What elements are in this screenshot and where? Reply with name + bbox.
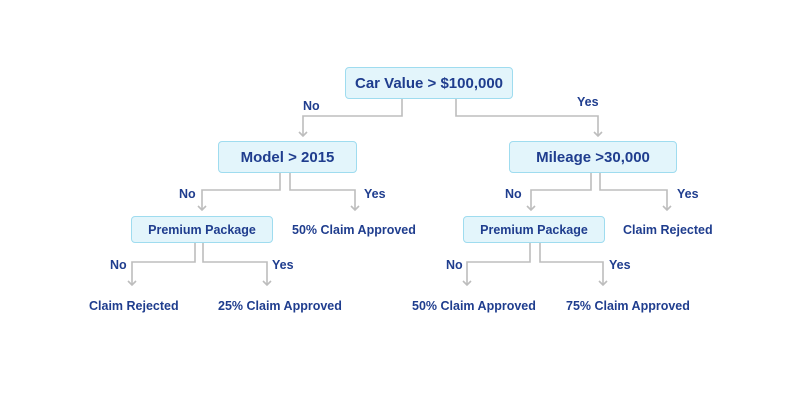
connector-premium-right-yes	[539, 243, 608, 287]
edge-label-premium-right-no: No	[446, 258, 463, 272]
edge-label-premium-left-no: No	[110, 258, 127, 272]
edge-label-model-yes: Yes	[364, 187, 386, 201]
node-mileage: Mileage >30,000	[509, 141, 677, 173]
leaf-mileage-yes-rejected: Claim Rejected	[623, 223, 713, 237]
leaf-premium-right-yes-75-approved: 75% Claim Approved	[566, 299, 690, 313]
leaf-premium-left-yes-25-approved: 25% Claim Approved	[218, 299, 342, 313]
edge-label-root-yes: Yes	[577, 95, 599, 109]
edge-label-model-no: No	[179, 187, 196, 201]
connector-model-no	[197, 172, 281, 212]
connector-root-no	[298, 98, 403, 138]
node-premium-package-right: Premium Package	[463, 216, 605, 243]
node-model: Model > 2015	[218, 141, 357, 173]
connector-premium-right-no	[462, 243, 531, 287]
leaf-premium-left-no-rejected: Claim Rejected	[89, 299, 179, 313]
edge-label-mileage-yes: Yes	[677, 187, 699, 201]
connector-mileage-yes	[599, 172, 672, 212]
connector-mileage-no	[526, 172, 592, 212]
node-car-value: Car Value > $100,000	[345, 67, 513, 99]
node-premium-package-left: Premium Package	[131, 216, 273, 243]
edge-label-root-no: No	[303, 99, 320, 113]
connector-model-yes	[289, 172, 360, 212]
edge-label-premium-left-yes: Yes	[272, 258, 294, 272]
connector-root-yes	[455, 98, 603, 138]
edge-label-mileage-no: No	[505, 187, 522, 201]
leaf-premium-right-no-50-approved: 50% Claim Approved	[412, 299, 536, 313]
edge-label-premium-right-yes: Yes	[609, 258, 631, 272]
leaf-model-yes-50-approved: 50% Claim Approved	[292, 223, 416, 237]
connector-premium-left-yes	[202, 243, 272, 287]
connector-premium-left-no	[127, 243, 196, 287]
